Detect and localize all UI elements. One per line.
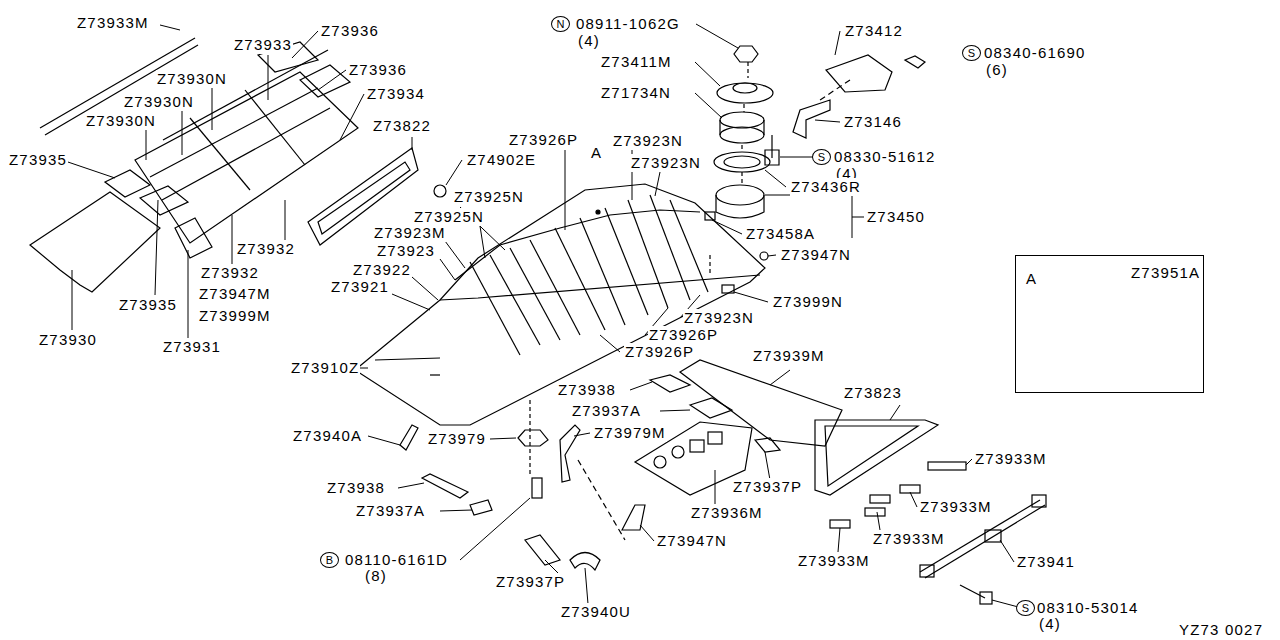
part-label: (6) <box>985 61 1009 79</box>
circled-letter: S <box>1016 600 1035 616</box>
part-label: Z73979 <box>427 430 487 448</box>
trim-panel <box>308 148 446 245</box>
circled-letter: N <box>551 16 570 32</box>
part-label: Z73941 <box>1016 553 1076 571</box>
marker-letter: S <box>1017 602 1034 614</box>
part-label: Z73932 <box>236 240 296 258</box>
part-label: Z74902E <box>466 151 537 169</box>
part-label: Z73930 <box>38 331 98 349</box>
detail-box: A Z73951A <box>1015 255 1204 393</box>
part-label: (4) <box>577 32 601 50</box>
part-label: Z73926P <box>508 131 579 149</box>
part-label: Z73922 <box>352 261 412 279</box>
panel-set <box>30 38 358 292</box>
marker-letter: B <box>321 554 338 566</box>
part-label: Z73947M <box>198 285 272 303</box>
part-label: Z73930N <box>85 112 157 130</box>
part-label: Z73412 <box>844 22 904 40</box>
part-label: Z73999N <box>772 293 844 311</box>
part-label: Z73936 <box>348 61 408 79</box>
part-label: Z73923N <box>683 309 755 327</box>
part-label: Z73926P <box>648 326 719 344</box>
part-label: Z73940U <box>560 603 632 621</box>
circled-letter: S <box>812 149 831 165</box>
part-label: Z73933M <box>919 498 993 516</box>
part-label: Z73938 <box>326 479 386 497</box>
part-label: 08911-1062G <box>575 15 681 33</box>
part-label: Z73937A <box>355 502 426 520</box>
marker-letter: S <box>963 47 980 59</box>
part-label: Z73923N <box>612 132 684 150</box>
detail-letter: A <box>1026 270 1037 288</box>
part-label: Z73935 <box>8 151 68 169</box>
part-label: 08110-6161D <box>344 551 449 569</box>
part-label: 08330-51612 <box>833 148 937 166</box>
sunroof-hardware <box>705 46 925 293</box>
part-label: Z73450 <box>866 208 926 226</box>
part-label: Z73933M <box>872 530 946 548</box>
part-label: (8) <box>364 567 388 585</box>
roof-lining <box>355 184 765 425</box>
part-label: Z73822 <box>372 117 432 135</box>
part-number: Z73951A <box>1131 264 1200 282</box>
part-label: Z73937A <box>571 402 642 420</box>
circled-letter: B <box>320 552 339 568</box>
part-label: Z73923N <box>630 154 702 172</box>
part-label: Z73979M <box>593 424 667 442</box>
marker-letter: S <box>813 151 830 163</box>
part-label: Z73436R <box>790 178 862 196</box>
part-label: Z73823 <box>843 384 903 402</box>
part-label: Z73999M <box>198 307 272 325</box>
part-label: YZ73 0027 <box>1178 621 1264 639</box>
part-label: Z73940A <box>292 427 363 445</box>
lower-parts <box>400 360 1046 604</box>
part-label: Z73933 <box>233 36 293 54</box>
circled-letter: S <box>962 45 981 61</box>
part-label: Z73932 <box>200 264 260 282</box>
part-label: Z73947N <box>656 532 728 550</box>
part-label: Z73937P <box>732 478 803 496</box>
marker-letter: N <box>552 18 569 30</box>
part-label: (4) <box>1038 615 1062 633</box>
part-label: Z73926P <box>624 343 695 361</box>
part-label: Z73458A <box>745 225 816 243</box>
part-label: Z73936M <box>690 504 764 522</box>
part-label: Z73947N <box>780 246 852 264</box>
part-label: Z73923 <box>376 242 436 260</box>
part-label: Z73923M <box>373 224 447 242</box>
part-label: Z73925N <box>453 188 525 206</box>
part-label: Z73937P <box>495 573 566 591</box>
leader-lines <box>62 24 1140 608</box>
part-label: Z73146 <box>843 113 903 131</box>
part-label: Z73935 <box>118 296 178 314</box>
part-label: Z73938 <box>557 381 617 399</box>
part-label: Z73934 <box>366 85 426 103</box>
part-label: Z73933M <box>974 450 1048 468</box>
part-label: 08340-61690 <box>983 44 1087 62</box>
part-label: Z73931 <box>162 338 222 356</box>
part-label: Z73910Z <box>290 359 360 377</box>
part-label: Z73930N <box>156 70 228 88</box>
part-label: Z73933M <box>76 14 150 32</box>
part-label: Z73936 <box>320 22 380 40</box>
part-label: Z73933M <box>797 552 871 570</box>
part-label: Z73921 <box>330 278 390 296</box>
part-label: Z73930N <box>123 93 195 111</box>
part-label: Z73411M <box>600 53 673 71</box>
part-label: A <box>590 144 603 162</box>
part-label: Z73939M <box>752 347 826 365</box>
part-label: Z71734N <box>600 84 672 102</box>
